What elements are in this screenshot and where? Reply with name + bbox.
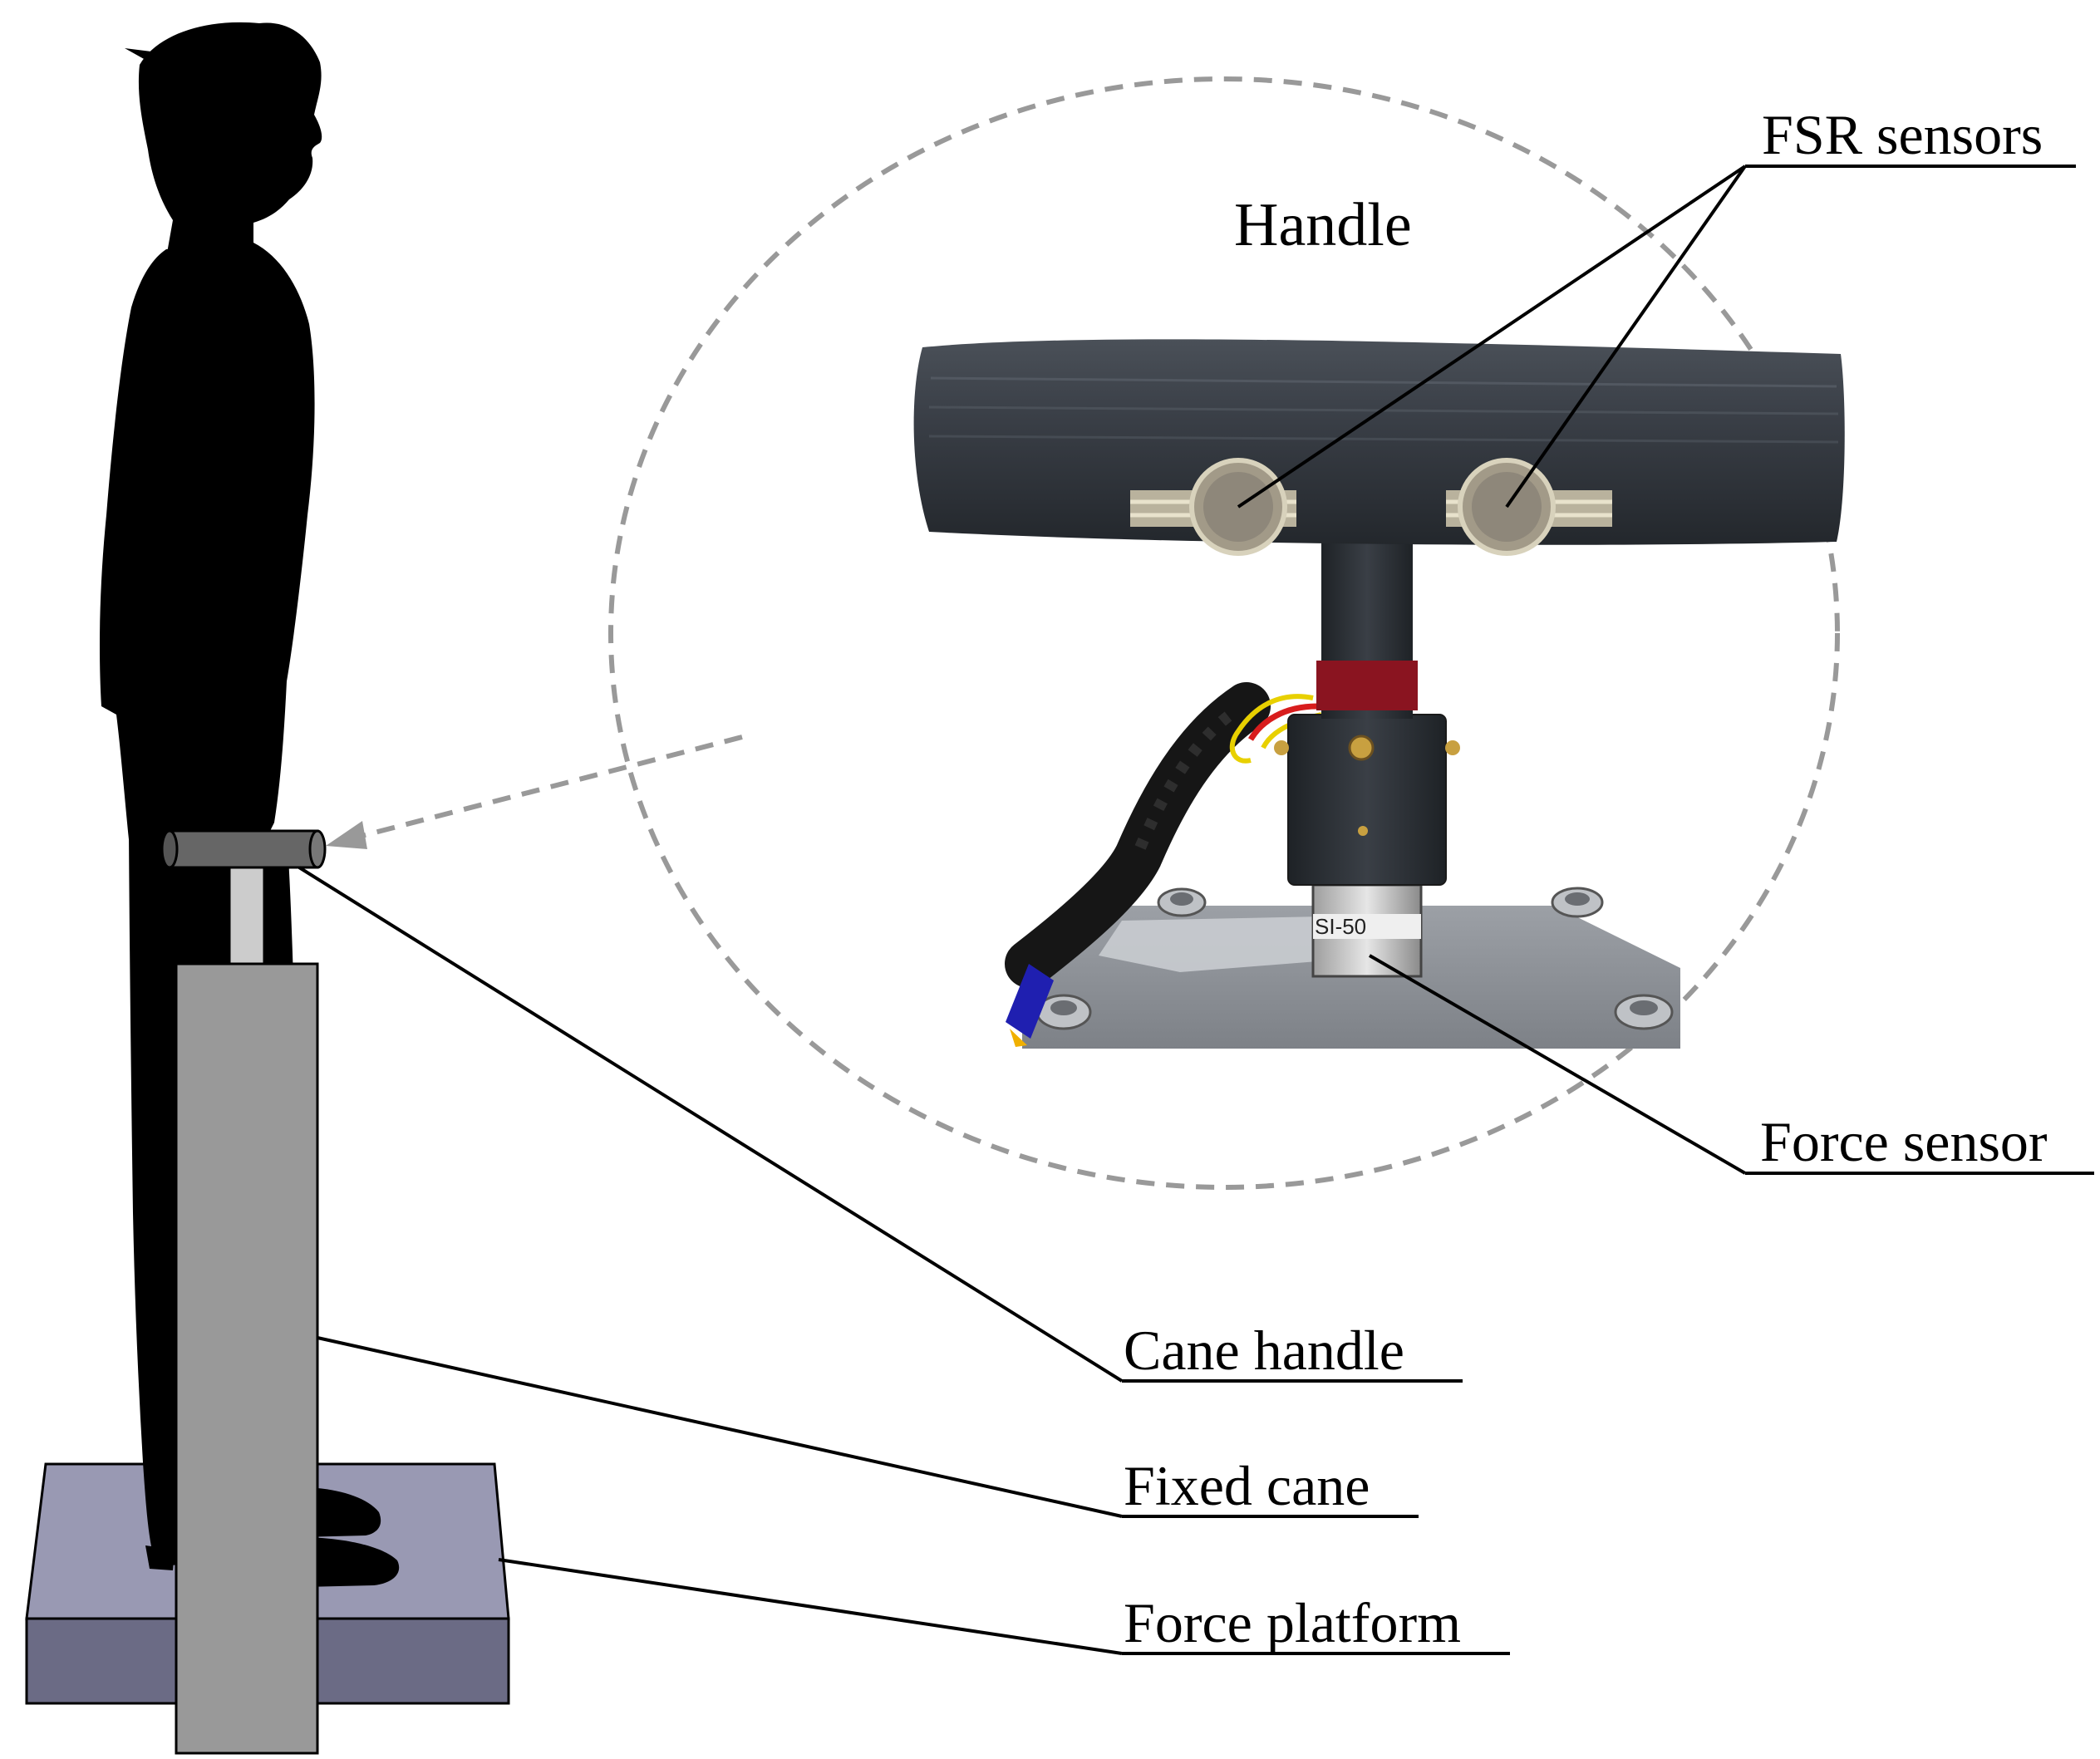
leader-lines [298,165,2094,1655]
fsr-sensor-left [1130,458,1296,556]
label-force-sensor: Force sensor [1760,1110,2048,1173]
plate-screw [1157,887,1207,917]
leader-fsr-right [1505,165,1747,509]
plate-screw [1614,994,1674,1030]
leader-fixed-cane [317,1336,1123,1518]
cane-body [175,962,319,1755]
cane-handle [160,829,327,869]
leader-fsr-left [1237,165,1747,509]
label-handle: Handle [1234,191,1412,259]
plate-screw [1551,887,1604,918]
label-fsr-sensors: FSR sensors [1762,103,2043,166]
plate-screw [1035,994,1092,1030]
cable-bundle [1005,682,1271,988]
cane-shaft [228,854,266,967]
leader-cane-handle [298,866,1124,1383]
force-sensor-print: SI-50 [1315,914,1366,939]
label-cane-handle: Cane handle [1124,1319,1404,1382]
zoom-arrow-line [348,735,743,842]
label-force-platform: Force platform [1124,1591,1461,1654]
label-fixed-cane: Fixed cane [1124,1454,1370,1517]
zoom-circle [608,76,1840,1190]
fixed-cane [175,854,319,1755]
handle-photo: SI-50 [913,339,1845,1049]
leader-force-sensor [1368,954,1747,1175]
zoom-arrow-head [326,821,367,849]
red-tape [1316,661,1418,710]
zoom-callout [326,76,1840,1190]
leader-force-platform [498,1558,1123,1655]
